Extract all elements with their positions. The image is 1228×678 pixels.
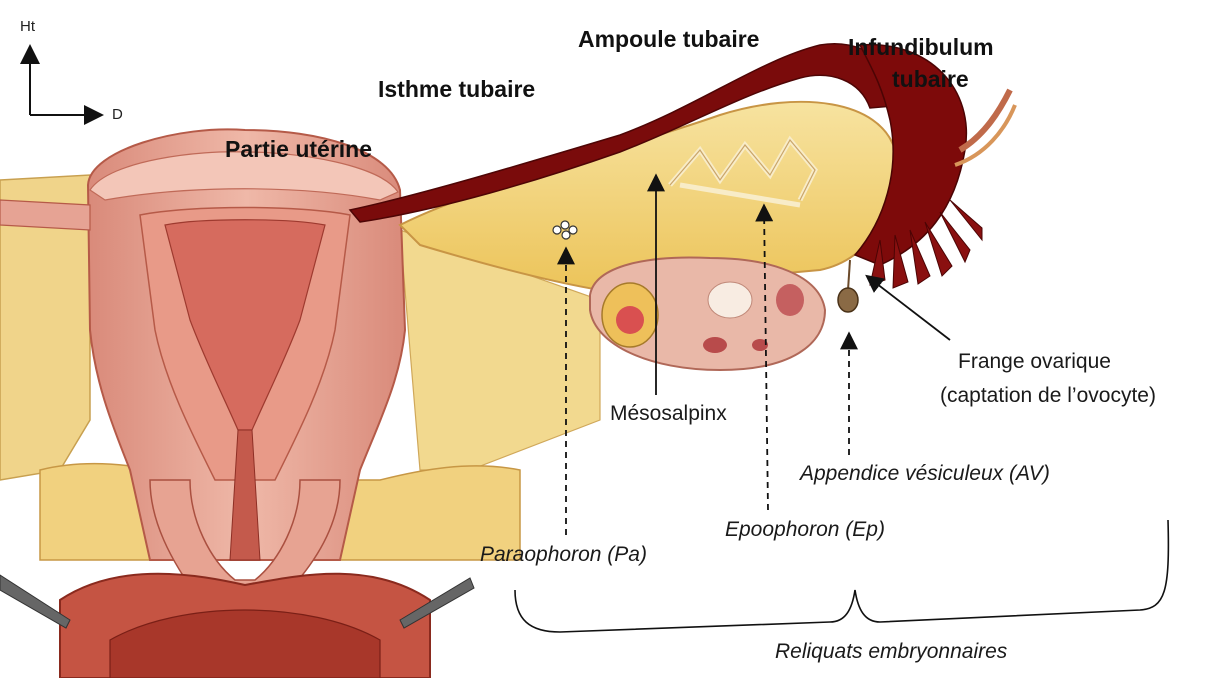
- label-epoophoron: Epoophoron (Ep): [725, 518, 885, 542]
- frange-pointer: [868, 277, 950, 340]
- label-infundibulum-1: Infundibulum: [848, 34, 994, 61]
- ovarian-vessels: [960, 90, 1010, 150]
- label-frange-1: Frange ovarique: [958, 350, 1111, 374]
- orientation-axes: [30, 48, 100, 115]
- label-appendice: Appendice vésiculeux (AV): [800, 462, 1050, 486]
- axis-right-label: D: [112, 106, 123, 123]
- label-isthme: Isthme tubaire: [378, 76, 535, 103]
- label-mesosalpinx: Mésosalpinx: [610, 402, 727, 426]
- label-reliquats: Reliquats embryonnaires: [775, 640, 1007, 664]
- label-ampoule: Ampoule tubaire: [578, 26, 759, 53]
- label-partie-uterine: Partie utérine: [225, 136, 372, 163]
- axis-up-label: Ht: [20, 18, 35, 35]
- appendix-vesiculosus: [838, 260, 858, 312]
- label-frange-2: (captation de l’ovocyte): [940, 384, 1156, 408]
- label-infundibulum-2: tubaire: [892, 66, 969, 93]
- label-paraophoron: Paraophoron (Pa): [480, 543, 647, 567]
- left-tube-stub: [0, 200, 90, 230]
